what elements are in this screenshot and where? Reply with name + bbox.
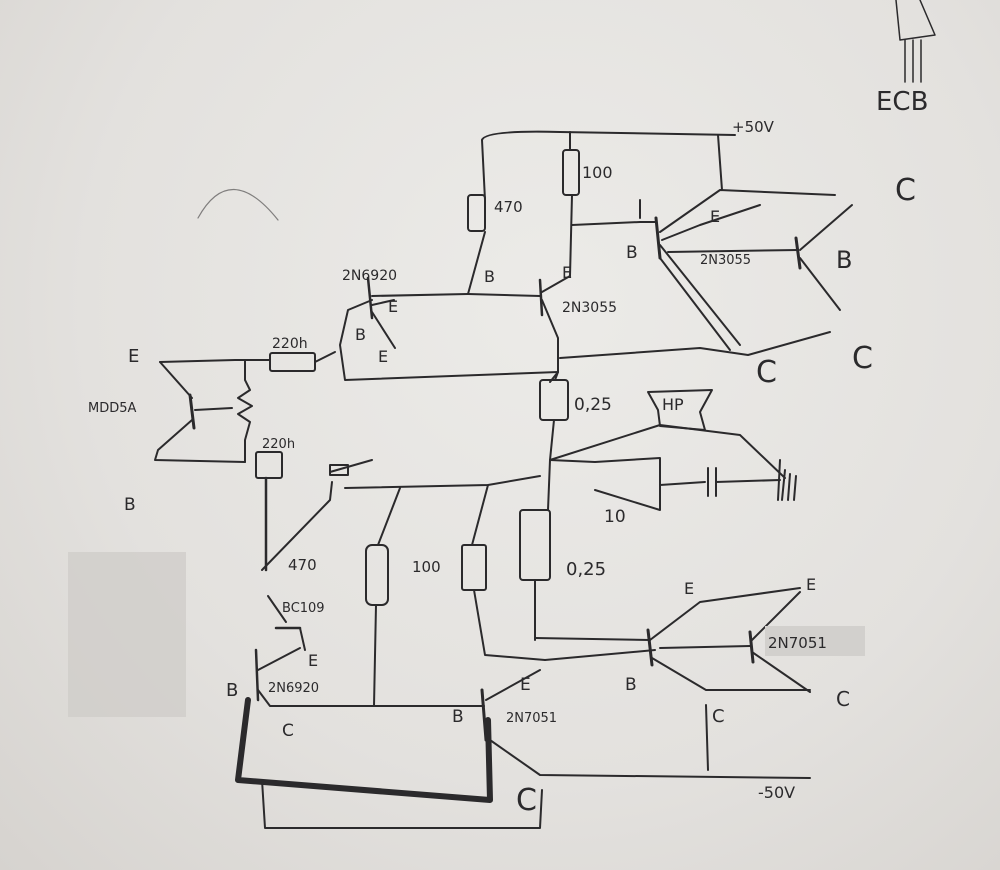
pin-label: E	[128, 346, 139, 367]
label-r025-top: 0,25	[574, 395, 612, 415]
label-q-left: MDD5A	[88, 401, 137, 416]
pin-label: E	[378, 347, 388, 366]
pin-label: C	[712, 706, 725, 727]
transistor-bottom-driver: B 2N6920 C	[226, 647, 543, 829]
pin-label: E	[684, 579, 694, 598]
transistor-top-out: B E 2N3055 B C C C	[559, 173, 916, 390]
label-highlight	[765, 626, 865, 656]
pin-label: B	[626, 243, 638, 263]
label-q-bottom-mid: 2N7051	[506, 711, 557, 726]
label-r100-mid: 100	[412, 558, 441, 576]
pin-label: C	[836, 687, 850, 711]
label-speaker: HP	[662, 395, 684, 414]
positive-rail: +50V	[467, 118, 775, 295]
transistor-left: E MDD5A B	[88, 346, 253, 515]
label-q-bc109: BC109	[282, 601, 325, 616]
label-q-bottom-driver: 2N6920	[268, 681, 319, 696]
resistor-470-top: 470	[467, 194, 523, 232]
transistor-bottom-mid: B E 2N7051 C -50V	[452, 669, 811, 818]
pin-label: E	[308, 651, 318, 670]
pin-label: B	[355, 325, 366, 344]
label-r10: 10	[604, 507, 626, 527]
pin-label: B	[836, 246, 852, 274]
pin-label: C	[282, 721, 294, 741]
label-r220-left: 220h	[272, 336, 308, 352]
pin-label: C	[895, 173, 916, 208]
label-q-top-mid: 2N3055	[562, 300, 617, 316]
label-q-top-driver: 2N6920	[342, 268, 397, 284]
label-q-bottom-out: 2N7051	[768, 634, 827, 652]
pin-label: E	[520, 675, 531, 695]
pin-label: C	[852, 341, 873, 376]
transistor-bottom-out: E E B C C 2N7051	[534, 575, 865, 771]
pin-label: B	[625, 675, 637, 695]
pin-label: E	[562, 263, 572, 282]
mid-network: 100	[344, 475, 546, 707]
resistor-100-top: 100	[562, 149, 613, 196]
pinout-label: ECB	[876, 87, 928, 117]
resistor-220-lower: 220h 470	[255, 437, 373, 574]
pin-label: B	[226, 680, 238, 701]
pin-label: E	[388, 297, 398, 316]
smudge-patch	[68, 552, 186, 717]
label-r025-bot: 0,25	[566, 559, 606, 580]
pin-label: B	[484, 267, 495, 286]
pin-label: E	[806, 575, 816, 594]
pin-label: B	[124, 495, 136, 515]
pin-label: C	[756, 355, 777, 390]
speaker-hp: HP	[647, 389, 713, 431]
resistor-220-left: 220h	[159, 336, 336, 372]
transistor-pinout-sketch: ECB	[876, 0, 936, 117]
label-r220-lower: 220h	[262, 437, 295, 452]
label-supply-pos: +50V	[732, 118, 775, 136]
label-r470-top: 470	[494, 198, 523, 216]
sketch-arc	[197, 188, 279, 221]
pin-label: C	[516, 783, 537, 818]
label-r470-mid: 470	[288, 556, 317, 574]
transistor-top-driver: 2N6920 B E E	[339, 268, 559, 381]
label-supply-neg: -50V	[758, 783, 795, 802]
label-q-top-out: 2N3055	[700, 253, 751, 268]
transistor-top-mid: B E 2N3055	[467, 263, 617, 383]
pin-label: E	[710, 207, 720, 226]
transistor-bc109: BC109 E	[267, 595, 325, 670]
label-r100-top: 100	[582, 163, 613, 182]
pin-label: B	[452, 707, 464, 727]
